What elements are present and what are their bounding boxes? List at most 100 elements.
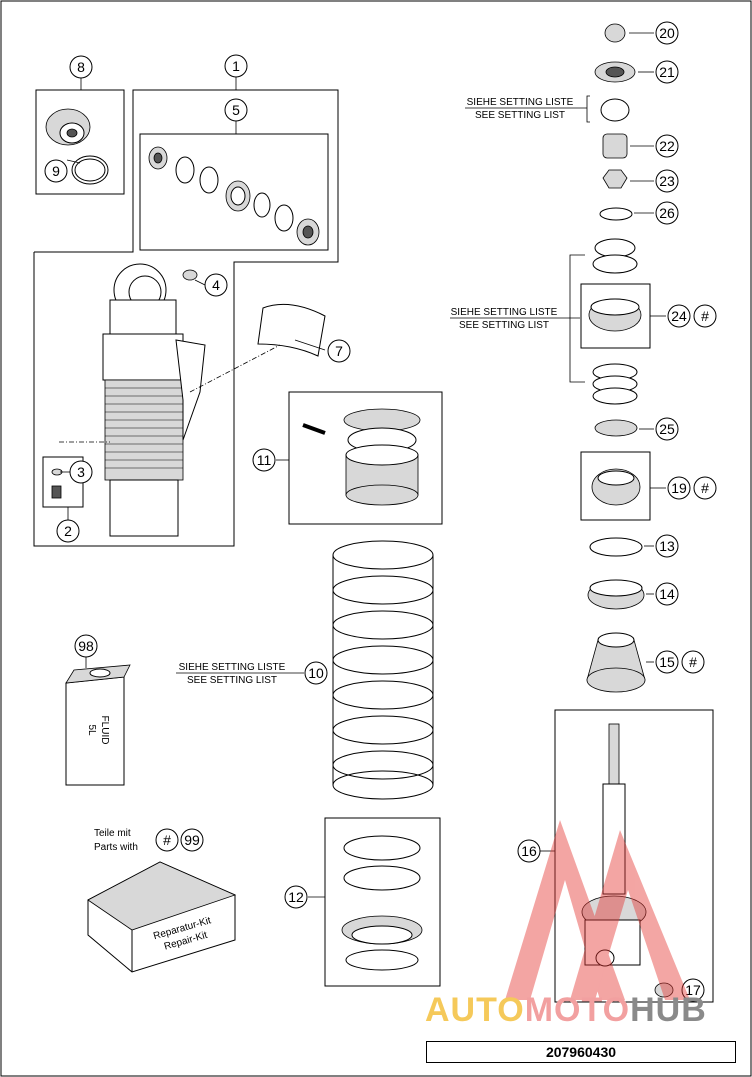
setting-note-en: SEE SETTING LIST — [475, 110, 565, 121]
shock-body — [102, 263, 206, 537]
svg-text:19: 19 — [671, 480, 687, 496]
parts-with-note: Teile mit Parts with — [94, 828, 138, 853]
svg-text:20: 20 — [659, 25, 675, 41]
callout-99: 99 — [180, 828, 204, 852]
fluid-label: FLUID — [99, 716, 110, 745]
callout-19: 19 — [667, 476, 691, 500]
callout-1: 1 — [224, 54, 248, 78]
watermark-hub: HUB — [630, 991, 707, 1029]
callout-hash-15: # — [681, 650, 705, 674]
piston-rod — [581, 723, 674, 998]
fluid-can-label: FLUID 5L — [86, 716, 110, 745]
setting-note-de: SIEHE SETTING LISTE — [451, 307, 558, 318]
callout-5: 5 — [224, 98, 248, 122]
piston-rod-frame — [554, 709, 714, 1003]
svg-text:5: 5 — [232, 102, 240, 118]
callout-11: 11 — [252, 448, 276, 472]
callout-13: 13 — [655, 534, 679, 558]
callout-3: 3 — [69, 460, 93, 484]
watermark-logo — [505, 820, 690, 1000]
watermark-moto: MOTO — [524, 991, 631, 1029]
callout-14: 14 — [655, 582, 679, 606]
svg-text:7: 7 — [335, 343, 343, 359]
callout-15: 15 — [655, 650, 679, 674]
seal-head-frame — [35, 89, 125, 195]
svg-text:4: 4 — [212, 277, 220, 293]
svg-text:1: 1 — [232, 58, 240, 74]
repair-kit-box — [87, 861, 237, 973]
callout-7: 7 — [327, 339, 351, 363]
top-out-parts — [592, 23, 638, 274]
drawing-number-box: 207960430 — [426, 1041, 736, 1063]
callout-20: 20 — [655, 21, 679, 45]
setting-note-spring: SIEHE SETTING LISTE SEE SETTING LIST — [179, 662, 286, 686]
svg-text:9: 9 — [52, 163, 60, 179]
piston-kit-frame — [139, 133, 329, 251]
adjuster-ring — [302, 408, 421, 506]
setting-note-middle: SIEHE SETTING LISTE SEE SETTING LIST — [451, 307, 558, 331]
adjuster-frame — [288, 391, 443, 525]
svg-text:22: 22 — [659, 138, 675, 154]
svg-text:#: # — [701, 308, 709, 324]
callout-12: 12 — [284, 885, 308, 909]
check-valve-frame — [580, 451, 651, 521]
svg-text:99: 99 — [184, 832, 200, 848]
callout-22: 22 — [655, 134, 679, 158]
callout-25: 25 — [655, 417, 679, 441]
setting-note-en: SEE SETTING LIST — [459, 320, 549, 331]
parts-with-en: Parts with — [94, 842, 138, 853]
callout-2: 2 — [56, 519, 80, 543]
svg-text:26: 26 — [659, 205, 675, 221]
drawing-number: 207960430 — [545, 1044, 617, 1060]
callout-23: 23 — [655, 169, 679, 193]
watermark-auto: AUTO — [425, 991, 525, 1029]
callout-hash-19: # — [693, 476, 717, 500]
shim-stack — [592, 363, 638, 405]
protective-shield — [257, 303, 326, 357]
svg-text:#: # — [689, 654, 697, 670]
svg-text:8: 8 — [77, 59, 85, 75]
svg-text:13: 13 — [659, 538, 675, 554]
callout-9: 9 — [44, 159, 68, 183]
svg-text:#: # — [701, 480, 709, 496]
svg-text:12: 12 — [288, 889, 304, 905]
callout-24: 24 — [667, 304, 691, 328]
spring-plates — [341, 835, 423, 971]
svg-text:10: 10 — [308, 665, 324, 681]
watermark-text: AUTOMOTOHUB — [425, 993, 707, 1027]
callout-4: 4 — [204, 273, 228, 297]
spring-plate-frame — [324, 817, 441, 987]
piston-parts-row — [148, 146, 320, 246]
circlip — [589, 537, 643, 557]
svg-text:#: # — [163, 832, 171, 848]
callout-17: 17 — [681, 978, 705, 1002]
callout-8: 8 — [69, 55, 93, 79]
svg-text:24: 24 — [671, 308, 687, 324]
setting-note-en: SEE SETTING LIST — [187, 675, 277, 686]
fluid-can — [65, 664, 131, 786]
callout-10: 10 — [304, 661, 328, 685]
svg-text:23: 23 — [659, 173, 675, 189]
coil-spring — [332, 540, 434, 800]
callout-21: 21 — [655, 60, 679, 84]
callout-26: 26 — [655, 201, 679, 225]
svg-text:11: 11 — [257, 452, 272, 468]
setting-note-de: SIEHE SETTING LISTE — [179, 662, 286, 673]
washer-25 — [594, 419, 638, 437]
svg-text:21: 21 — [659, 64, 675, 80]
setting-note-top: SIEHE SETTING LISTE SEE SETTING LIST — [467, 97, 574, 121]
callout-16: 16 — [517, 839, 541, 863]
shock-assembly-frame — [33, 89, 339, 547]
svg-text:16: 16 — [521, 843, 537, 859]
svg-text:25: 25 — [659, 421, 675, 437]
svg-text:14: 14 — [659, 586, 675, 602]
valve-cap — [51, 485, 62, 499]
svg-text:17: 17 — [685, 982, 701, 998]
seal-head-part — [45, 108, 109, 185]
svg-text:15: 15 — [659, 654, 675, 670]
bushing-17 — [654, 982, 674, 998]
fluid-volume: 5L — [86, 724, 97, 736]
callout-hash-24: # — [693, 304, 717, 328]
